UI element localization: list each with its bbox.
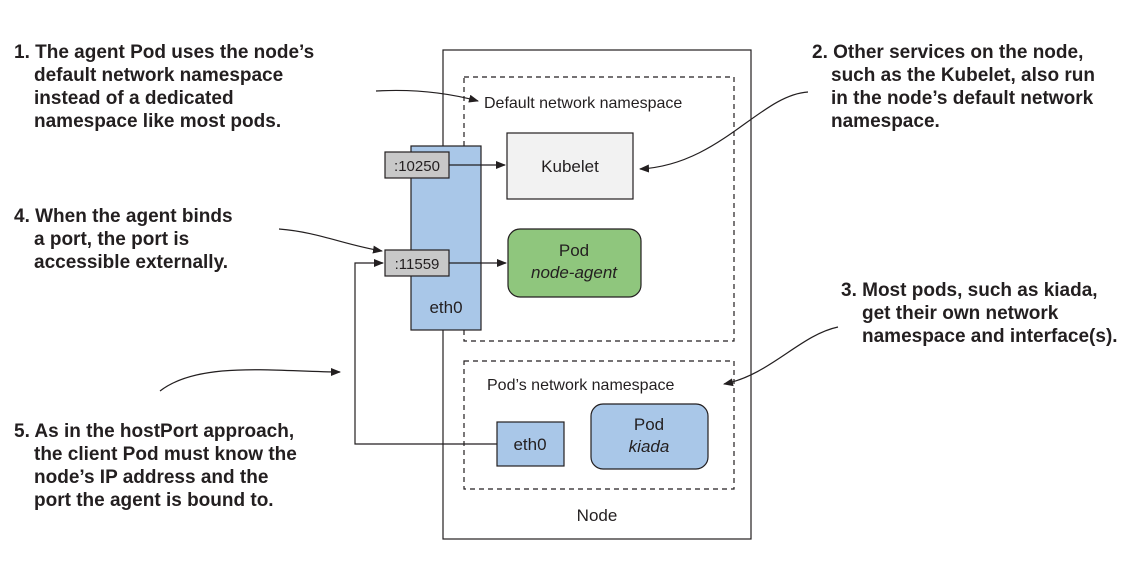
kiada-pod-box <box>590 403 709 470</box>
callout4-arrow <box>278 228 383 254</box>
callout-3: 3. Most pods, such as kiada, get their o… <box>841 280 1118 347</box>
pod-namespace-label: Pod’s network namespace <box>487 377 674 394</box>
callout-2-line: 2. Other services on the node, <box>812 42 1083 63</box>
callout-2-line: namespace. <box>831 111 940 132</box>
callout-5-line: the client Pod must know the <box>34 444 297 465</box>
callout-4: 4. When the agent binds a port, the port… <box>14 206 238 273</box>
kiada-pod-title: Pod <box>634 415 664 434</box>
kubelet-box <box>506 132 634 200</box>
callout-4-line: 4. When the agent binds <box>14 206 233 227</box>
node-label: Node <box>577 506 618 525</box>
agent-pod-box <box>507 228 642 298</box>
pod-eth0-label: eth0 <box>513 435 546 454</box>
callout-5-line: port the agent is bound to. <box>34 490 274 511</box>
port-11559-label: :11559 <box>395 256 440 273</box>
callout-2-line: such as the Kubelet, also run <box>831 65 1095 86</box>
default-namespace-label: Default network namespace <box>484 95 682 112</box>
port-11559-box <box>384 249 450 277</box>
callout-3-line: 3. Most pods, such as kiada, <box>841 280 1098 301</box>
callout-5: 5. As in the hostPort approach, the clie… <box>14 421 302 511</box>
callout-3-line: namespace and interface(s). <box>862 326 1118 347</box>
callout-5-line: 5. As in the hostPort approach, <box>14 421 294 442</box>
callout-1: 1. The agent Pod uses the node’s default… <box>14 42 319 132</box>
host-eth0-label: eth0 <box>429 298 462 317</box>
callout-4-line: a port, the port is <box>34 229 189 250</box>
callout-1-line: default network namespace <box>34 65 283 86</box>
callout-2: 2. Other services on the node, such as t… <box>812 42 1100 132</box>
callout-2-line: in the node’s default network <box>831 88 1094 109</box>
callout5-arrow <box>159 367 341 392</box>
callout-3-line: get their own network <box>862 303 1059 324</box>
kubelet-label: Kubelet <box>541 157 599 176</box>
port-10250-box <box>384 151 450 179</box>
callout-1-line: 1. The agent Pod uses the node’s <box>14 42 314 63</box>
route-pod-eth0-to-port11559 <box>354 259 497 445</box>
callout-1-line: instead of a dedicated <box>34 88 234 109</box>
callout-4-line: accessible externally. <box>34 252 228 273</box>
callout-1-line: namespace like most pods. <box>34 111 281 132</box>
callout-5-line: node’s IP address and the <box>34 467 268 488</box>
pod-network-namespace <box>463 360 735 490</box>
callout1-arrow <box>375 89 479 103</box>
agent-pod-name: node-agent <box>531 263 618 282</box>
callout3-arrow <box>723 326 839 387</box>
callout2-arrow <box>639 91 809 173</box>
agent-pod-title: Pod <box>559 241 589 260</box>
port-10250-label: :10250 <box>394 158 440 175</box>
kiada-pod-name: kiada <box>629 437 670 456</box>
